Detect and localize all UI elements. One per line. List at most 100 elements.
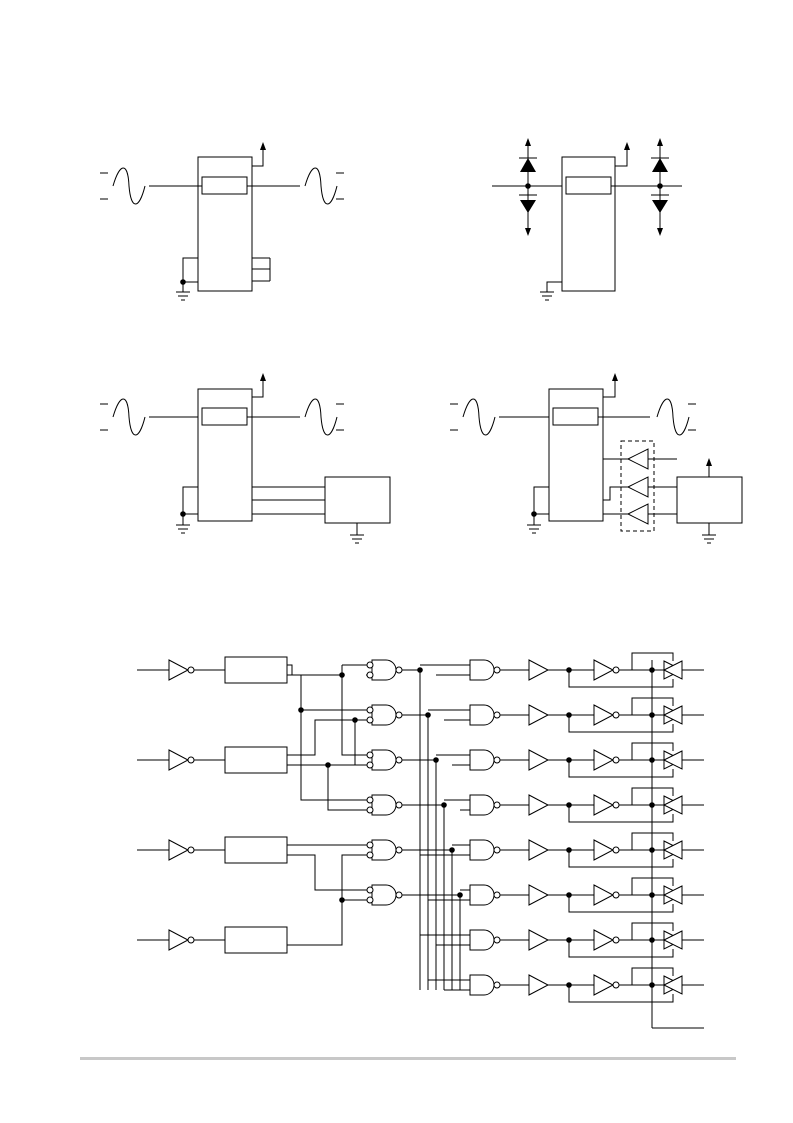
- sine-output-icon: [656, 398, 690, 436]
- inverter-icon: [168, 749, 190, 771]
- sine-input-icon: [462, 398, 496, 436]
- inversion-bubble: [395, 801, 403, 809]
- ground-icon: [540, 291, 554, 301]
- clamp-diode-icon: [651, 186, 669, 236]
- sine-input-icon: [112, 167, 146, 205]
- inversion-bubble: [493, 666, 501, 674]
- sine-output-icon: [304, 167, 338, 205]
- inversion-bubble: [366, 796, 374, 804]
- inversion-bubble: [612, 981, 620, 989]
- supply-arrow-icon: [252, 142, 266, 167]
- inversion-bubble: [612, 711, 620, 719]
- inversion-bubble: [612, 936, 620, 944]
- ground-icon: [702, 534, 716, 544]
- nand-gate-icon: [469, 929, 495, 951]
- panel-top-right: [492, 138, 682, 301]
- supply-arrow-icon: [603, 373, 618, 398]
- inversion-bubble: [366, 886, 374, 894]
- logic-diagram: [137, 652, 704, 1029]
- inverter-icon: [593, 884, 615, 906]
- inversion-bubble: [366, 706, 374, 714]
- switch-element: [552, 407, 599, 426]
- inverter-icon: [593, 794, 615, 816]
- wire: [568, 940, 674, 958]
- inversion-bubble: [493, 711, 501, 719]
- inversion-bubble: [493, 756, 501, 764]
- inversion-bubble: [366, 841, 374, 849]
- inverter-icon: [168, 839, 190, 861]
- wire: [287, 899, 366, 946]
- inversion-bubble: [366, 761, 374, 769]
- buffer-icon: [528, 659, 550, 681]
- inversion-bubble: [493, 801, 501, 809]
- latch-block: [224, 836, 288, 864]
- ground-icon: [350, 534, 364, 544]
- buffer-icon: [528, 929, 550, 951]
- inversion-bubble: [612, 666, 620, 674]
- nand-gate-icon: [469, 974, 495, 996]
- inverter-icon: [593, 929, 615, 951]
- nand-gate-icon: [371, 884, 397, 906]
- inverter-icon: [593, 704, 615, 726]
- ground-wire: [182, 257, 198, 292]
- supply-arrow-icon: [615, 142, 630, 167]
- inversion-bubble: [612, 891, 620, 899]
- inversion-bubble: [612, 756, 620, 764]
- inversion-bubble: [366, 716, 374, 724]
- ground-icon: [176, 291, 190, 301]
- latch-block: [224, 656, 288, 684]
- buffer-icon: [528, 884, 550, 906]
- wire: [568, 805, 674, 823]
- inversion-bubble: [493, 891, 501, 899]
- level-shifter-buffer-icon: [603, 476, 677, 501]
- buffer-icon: [528, 794, 550, 816]
- latch-block: [224, 926, 288, 954]
- inversion-bubble: [395, 846, 403, 854]
- inverter-icon: [593, 974, 615, 996]
- inversion-bubble: [366, 896, 374, 904]
- wire: [287, 854, 366, 891]
- buffer-icon: [528, 839, 550, 861]
- ground-wire: [546, 281, 562, 292]
- ground-icon: [176, 524, 190, 534]
- nand-gate-icon: [371, 659, 397, 681]
- inversion-bubble: [395, 891, 403, 899]
- switch-element: [201, 176, 248, 195]
- nand-gate-icon: [469, 794, 495, 816]
- inversion-bubble: [493, 936, 501, 944]
- sine-output-icon: [304, 398, 338, 436]
- wire: [568, 895, 674, 913]
- wire: [287, 764, 366, 811]
- nand-gate-icon: [469, 749, 495, 771]
- inversion-bubble: [366, 671, 374, 679]
- ground-wire: [533, 486, 549, 525]
- sine-input-icon: [112, 398, 146, 436]
- wire: [568, 670, 674, 688]
- inverter-icon: [168, 659, 190, 681]
- inverter-icon: [168, 929, 190, 951]
- latch-block: [224, 746, 288, 774]
- controller-block: [324, 476, 391, 524]
- inversion-bubble: [493, 846, 501, 854]
- controller-block: [676, 476, 743, 524]
- inverter-icon: [593, 659, 615, 681]
- buffer-icon: [528, 749, 550, 771]
- nand-gate-icon: [371, 794, 397, 816]
- wire: [568, 850, 674, 868]
- inversion-bubble: [187, 936, 195, 944]
- nand-gate-icon: [371, 839, 397, 861]
- wire: [287, 719, 366, 756]
- nand-gate-icon: [371, 749, 397, 771]
- wire: [287, 674, 302, 710]
- inversion-bubble: [395, 711, 403, 719]
- level-shifter-boundary: [620, 440, 655, 532]
- inversion-bubble: [612, 846, 620, 854]
- inversion-bubble: [395, 756, 403, 764]
- wire: [568, 715, 674, 733]
- level-shifter-buffer-icon: [603, 503, 677, 525]
- buffer-icon: [528, 974, 550, 996]
- panel-top-left: [100, 142, 344, 301]
- junction-dot: [339, 672, 345, 678]
- inversion-bubble: [187, 846, 195, 854]
